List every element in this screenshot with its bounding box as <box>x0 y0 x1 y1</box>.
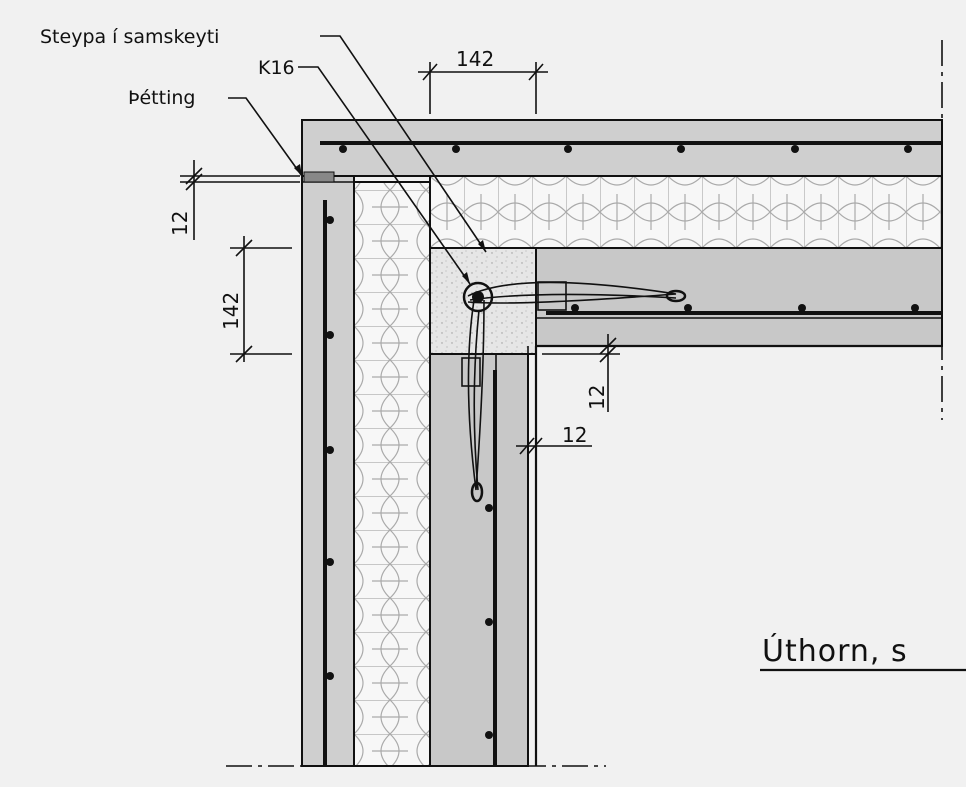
label-petting: Þétting <box>128 87 195 109</box>
leader-k16 <box>298 66 471 285</box>
dim-left-12-text: 12 <box>168 211 192 236</box>
dim-inner-12-horizontal <box>516 437 592 455</box>
dim-left-142-text: 142 <box>219 292 243 330</box>
drawing-title: Úthorn, s <box>762 632 908 669</box>
top-rebar-dots <box>339 145 912 153</box>
wire-loop-vertical <box>461 299 485 503</box>
dim-left-142 <box>230 236 292 363</box>
leader-steypa <box>320 35 487 253</box>
dim-top-142 <box>418 62 548 114</box>
k16-bar-ring <box>462 281 494 313</box>
leader-k16-arrow <box>462 272 470 284</box>
slab-rebar-dots <box>571 304 919 312</box>
wall-rebar-dots <box>485 504 493 739</box>
sealant-strip <box>303 171 335 183</box>
inner-wall <box>429 353 529 767</box>
dim-inner-12-horizontal-text: 12 <box>562 423 587 447</box>
leader-petting <box>228 97 303 177</box>
leader-steypa-arrow <box>478 240 486 252</box>
wire-loop-horizontal <box>467 281 687 311</box>
dim-inner-12-vertical-text: 12 <box>585 385 609 410</box>
left-insulation-pattern <box>355 183 429 765</box>
top-insulation-pattern <box>431 177 941 247</box>
label-steypa: Steypa í samskeyti <box>40 26 219 48</box>
left-outer-wall <box>301 175 355 767</box>
inner-slab <box>535 247 943 347</box>
label-k16: K16 <box>258 57 295 79</box>
leader-petting-arrow <box>294 164 302 176</box>
dim-top-142-text: 142 <box>456 47 494 71</box>
dim-inner-12-vertical <box>542 334 620 412</box>
left-rebar-dots <box>326 216 334 680</box>
dim-left-12 <box>180 160 300 240</box>
top-outer-slab <box>301 119 943 177</box>
k16-bar <box>472 291 484 303</box>
